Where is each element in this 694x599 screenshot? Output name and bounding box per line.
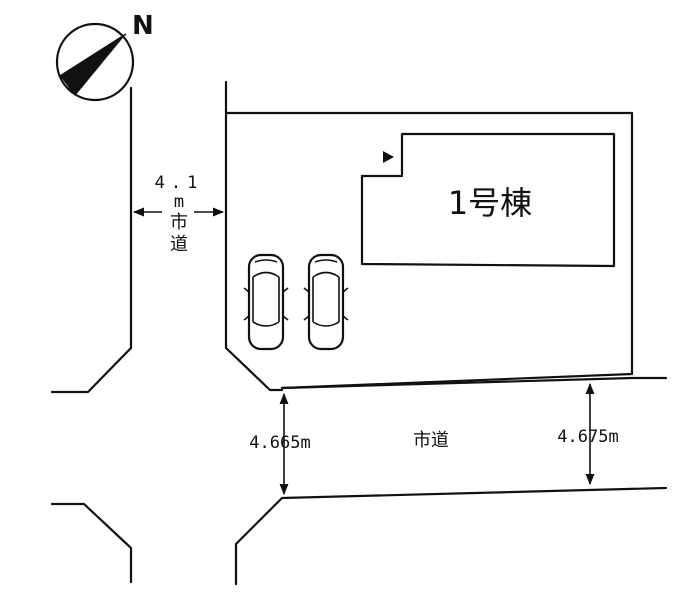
car-icon — [243, 253, 289, 351]
building-label: 1号棟 — [448, 184, 532, 222]
left-road-name-line1: 市 — [170, 212, 188, 233]
north-arrow-icon — [55, 22, 135, 102]
bottom-road-width-left: 4.665m — [249, 433, 310, 453]
left-road-width-number: 4.1 — [155, 173, 204, 193]
left-road-width-unit: m — [174, 192, 184, 212]
north-label: N — [132, 11, 154, 41]
bottom-road-south-edge — [280, 486, 668, 500]
car-icon — [303, 253, 349, 351]
left-road-east-edge-lower — [234, 496, 284, 586]
entrance-marker-icon — [383, 151, 394, 163]
building-footprint — [360, 132, 616, 268]
left-road-west-edge-lower — [50, 502, 133, 584]
bottom-road-width-right: 4.675m — [557, 427, 618, 447]
bottom-road-name: 市道 — [413, 430, 449, 451]
lot-boundary — [225, 111, 634, 390]
left-road-name-line2: 道 — [170, 234, 188, 255]
bottom-road-north-edge — [280, 376, 668, 390]
left-road-east-edge — [224, 80, 284, 392]
left-road-west-edge — [50, 86, 133, 394]
